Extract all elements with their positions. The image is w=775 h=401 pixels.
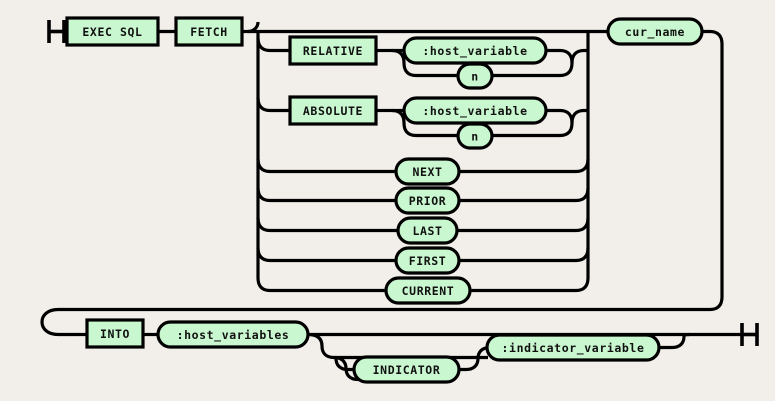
rail-branch-relative-in [256, 37, 290, 53]
rail-branch-next-in [256, 158, 396, 174]
rail-branch-next-out [459, 158, 590, 174]
node-next[interactable]: NEXT [394, 157, 461, 186]
node-exec-sql[interactable]: EXEC SQL [65, 16, 160, 47]
rail-branch-prior-out [459, 187, 590, 203]
node-last-label: LAST [412, 224, 442, 238]
node-relative-label: RELATIVE [303, 44, 363, 58]
rail-branch-last-in [256, 217, 398, 233]
node-first[interactable]: FIRST [394, 246, 461, 275]
rail-right-spine [575, 31, 590, 293]
rail-rel-n-in [391, 48, 458, 78]
rail-wrap-left-hook [40, 307, 78, 337]
node-relative[interactable]: RELATIVE [288, 35, 378, 66]
rail-indvar-out [659, 332, 691, 350]
rail-wrap-to-row2 [58, 29, 724, 312]
rail-indicator-bypass [307, 332, 488, 360]
node-indicator-variable[interactable]: :indicator_variable [485, 333, 661, 362]
node-into-label: INTO [100, 327, 130, 341]
node-host-variable-absolute-label: :host_variable [422, 104, 527, 119]
rail-branch-first-out [459, 247, 590, 263]
rail-abs-n-in [391, 108, 458, 138]
rail-indicator-left-hook [334, 358, 354, 372]
node-indicator-variable-label: :indicator_variable [502, 341, 645, 356]
node-fetch[interactable]: FETCH [174, 16, 244, 47]
node-prior-label: PRIOR [409, 194, 447, 208]
end-terminator-icon [740, 323, 759, 346]
node-prior[interactable]: PRIOR [394, 186, 461, 215]
node-absolute-label: ABSOLUTE [303, 104, 363, 118]
node-n-relative[interactable]: n [456, 62, 494, 90]
start-terminator-icon [47, 20, 66, 43]
rail-abs-n-out [492, 108, 588, 138]
node-host-variable-relative[interactable]: :host_variable [402, 36, 548, 65]
node-n-absolute[interactable]: n [456, 122, 494, 150]
rail-branch-last-out [457, 217, 590, 233]
node-exec-sql-label: EXEC SQL [82, 25, 142, 39]
node-into[interactable]: INTO [85, 318, 145, 349]
node-cur-name[interactable]: cur_name [606, 17, 704, 46]
node-next-label: NEXT [412, 165, 442, 179]
node-host-variable-relative-label: :host_variable [422, 44, 527, 59]
rail-branch-first-in [256, 247, 396, 263]
node-cur-name-label: cur_name [625, 25, 685, 40]
node-current[interactable]: CURRENT [384, 276, 472, 305]
rail-indicator-out [459, 345, 491, 372]
rail-rel-alt-out-top [546, 48, 574, 64]
node-indicator[interactable]: INDICATOR [352, 355, 461, 384]
rail-abs-alt-out-top [546, 108, 574, 124]
node-current-label: CURRENT [402, 284, 455, 298]
node-last[interactable]: LAST [396, 216, 459, 245]
node-host-variable-absolute[interactable]: :host_variable [402, 96, 548, 125]
node-host-variables-label: :host_variables [177, 328, 290, 343]
rail-left-spine [256, 31, 271, 293]
node-host-variables[interactable]: :host_variables [156, 320, 310, 349]
node-n-absolute-label: n [471, 130, 479, 144]
node-indicator-label: INDICATOR [373, 363, 441, 377]
rail-branch-absolute-in [256, 97, 290, 113]
node-n-relative-label: n [471, 70, 479, 84]
rail-branch-prior-in [256, 187, 396, 203]
node-fetch-label: FETCH [190, 25, 228, 39]
node-absolute[interactable]: ABSOLUTE [288, 95, 378, 126]
node-first-label: FIRST [409, 254, 447, 268]
rail-rel-n-out [492, 48, 588, 78]
